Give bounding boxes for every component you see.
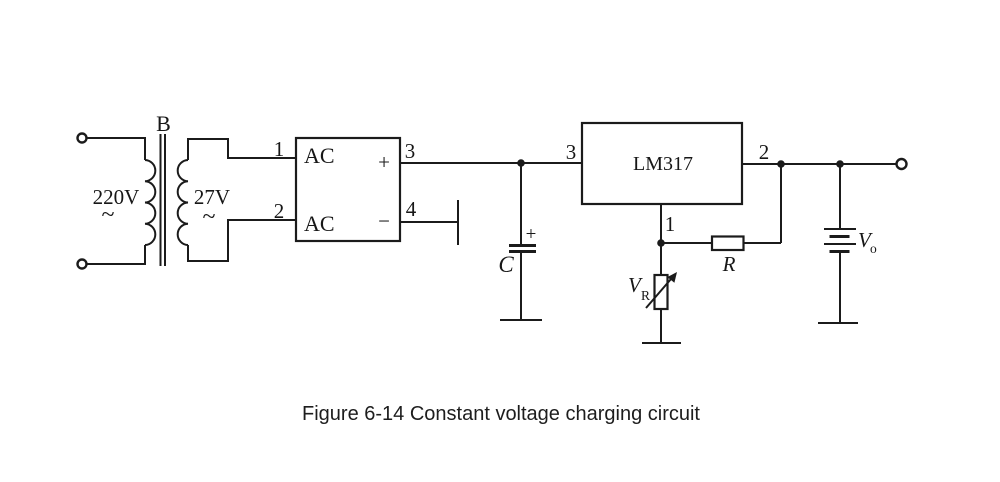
- variable-resistor: V R: [628, 243, 681, 344]
- secondary-ac-symbol: ~: [203, 204, 216, 230]
- filter-capacitor: + C: [498, 163, 542, 321]
- rectifier-pin2-label: 2: [274, 199, 285, 223]
- regulator-pin-output-label: 2: [759, 140, 770, 164]
- output-terminal: [895, 157, 908, 171]
- transformer: B 220V ~ 27V ~: [76, 111, 296, 270]
- resistor-body: [710, 235, 745, 252]
- secondary-bottom-wire: [187, 219, 296, 262]
- secondary-voltage-label: 27V: [194, 185, 230, 209]
- rectifier-pin1-label: 1: [274, 137, 285, 161]
- resistor-label: R: [722, 252, 736, 276]
- feedback-resistor: R: [657, 164, 782, 276]
- output-battery: V o: [818, 164, 877, 324]
- vr-arrow-shaft: [645, 278, 672, 309]
- vr-label-subscript: R: [641, 288, 650, 303]
- dc-rail: [400, 159, 582, 167]
- regulator-pin-input-label: 3: [566, 140, 577, 164]
- vr-label: V: [628, 273, 643, 297]
- primary-voltage-label: 220V: [93, 185, 140, 209]
- rectifier-minus-label: −: [378, 209, 390, 233]
- secondary-coil: [176, 159, 189, 246]
- transformer-label: B: [156, 111, 171, 136]
- voltage-regulator: LM317 3 2 1: [566, 121, 770, 243]
- rectifier-box: [294, 136, 402, 243]
- regulator-pin-adjust-label: 1: [665, 212, 676, 236]
- vr-arrow-head: [667, 272, 677, 283]
- primary-top-wire: [87, 137, 146, 160]
- primary-ac-symbol: ~: [102, 202, 115, 228]
- rectifier-pin4-label: 4: [406, 197, 417, 221]
- rectifier-pin3-label: 3: [405, 139, 416, 163]
- input-terminal-top: [76, 132, 88, 144]
- primary-bottom-wire: [87, 245, 146, 265]
- rectifier-plus-label: +: [378, 150, 390, 174]
- figure-caption: Figure 6-14 Constant voltage charging ci…: [302, 403, 700, 425]
- output-rail: [742, 157, 908, 171]
- input-terminal-bottom: [76, 258, 88, 270]
- rectifier-ac-top-label: AC: [304, 143, 335, 168]
- bridge-rectifier: AC AC + − 1 2 3 4: [274, 136, 459, 245]
- capacitor-polarity-label: +: [526, 224, 537, 245]
- battery-label: V: [858, 228, 873, 252]
- rectifier-ac-bottom-label: AC: [304, 211, 335, 236]
- primary-coil: [144, 159, 157, 246]
- regulator-label: LM317: [633, 153, 693, 175]
- capacitor-label: C: [498, 252, 514, 277]
- battery-label-subscript: o: [870, 241, 877, 256]
- secondary-top-wire: [187, 138, 296, 160]
